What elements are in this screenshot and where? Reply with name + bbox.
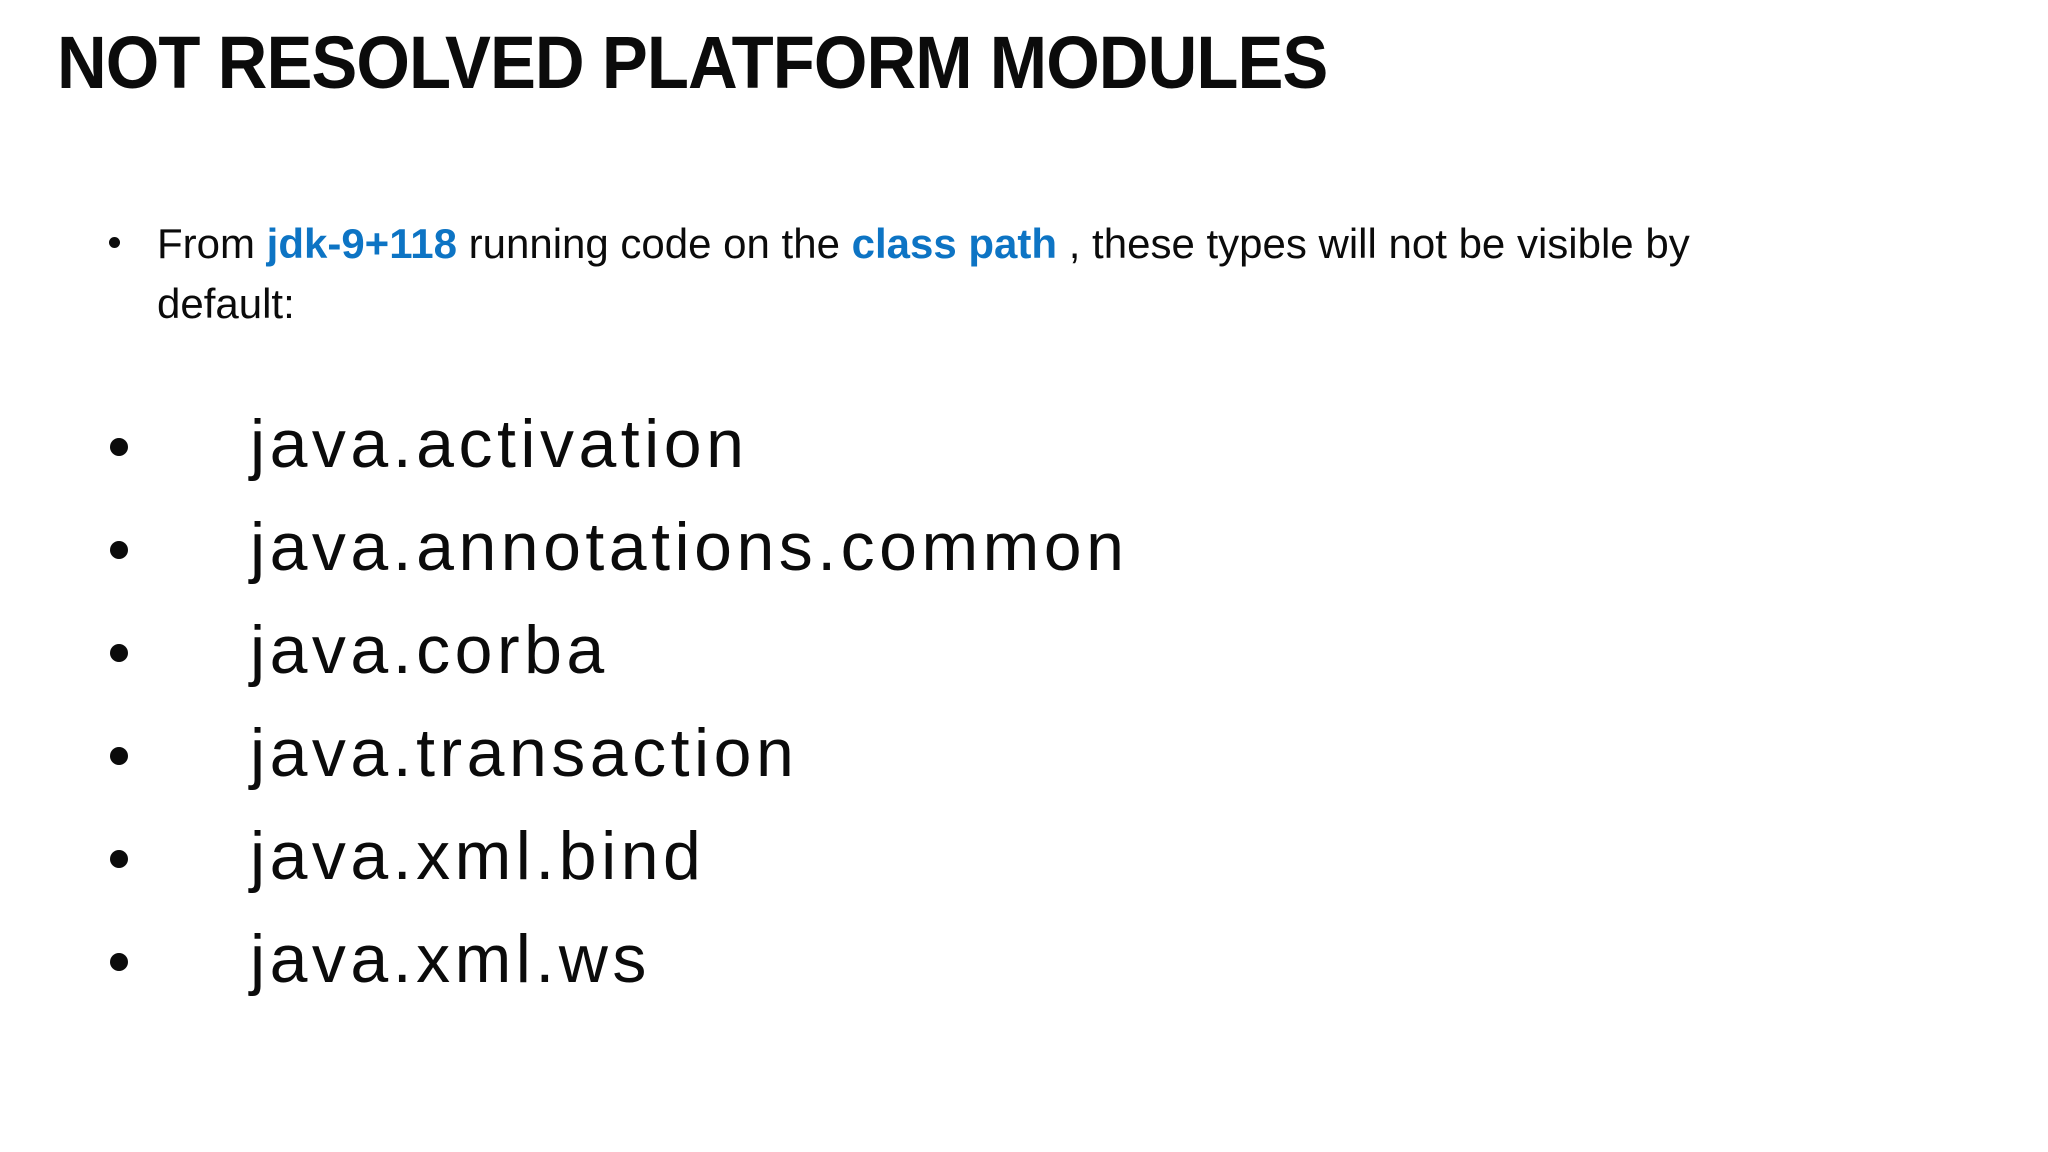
- module-list-item: java.transaction: [110, 702, 1128, 805]
- slide-title: NOT RESOLVED PLATFORM MODULES: [57, 21, 1328, 104]
- module-bullet-icon: [110, 644, 128, 662]
- module-list-item: java.activation: [110, 393, 1128, 496]
- module-list-item: java.xml.ws: [110, 908, 1128, 1011]
- module-list-item: java.annotations.common: [110, 496, 1128, 599]
- module-bullet-icon: [110, 438, 128, 456]
- module-list-item: java.xml.bind: [110, 805, 1128, 908]
- intro-segment: running code on the: [456, 220, 852, 267]
- module-label: java.activation: [250, 406, 749, 482]
- module-bullet-icon: [110, 747, 128, 765]
- intro-text: From jdk-9+118 running code on the class…: [157, 214, 1947, 334]
- intro-bullet-icon: [109, 237, 120, 248]
- module-bullet-icon: [110, 850, 128, 868]
- intro-segment: , these types will not be visible by: [1057, 220, 1690, 267]
- intro-highlight-segment: class path: [851, 220, 1058, 267]
- intro-segment: default:: [157, 280, 295, 327]
- module-bullet-icon: [110, 541, 128, 559]
- module-list: java.activation java.annotations.common …: [110, 393, 1128, 1011]
- module-bullet-icon: [110, 953, 128, 971]
- module-label: java.annotations.common: [250, 509, 1129, 585]
- intro-highlight-segment: jdk-9+118: [266, 220, 457, 267]
- module-list-item: java.corba: [110, 599, 1128, 702]
- module-label: java.corba: [250, 612, 609, 688]
- intro-segment: From: [157, 220, 267, 267]
- module-label: java.xml.ws: [250, 921, 651, 997]
- module-label: java.transaction: [250, 715, 799, 791]
- module-label: java.xml.bind: [250, 818, 706, 894]
